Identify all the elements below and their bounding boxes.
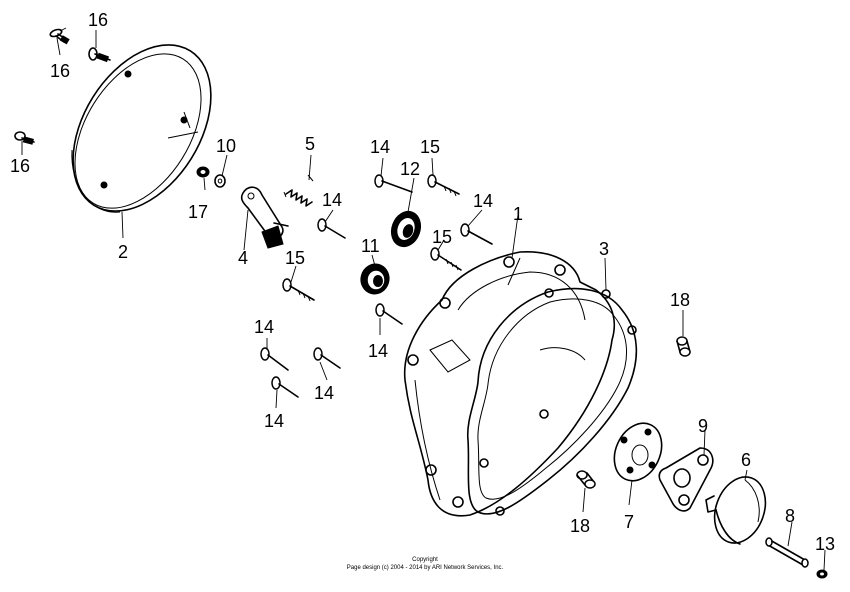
- part-18-dowel-a: [676, 336, 691, 357]
- part-14-bolt-b: [317, 218, 346, 239]
- label-part-15-c: 15: [285, 248, 305, 268]
- part-7-plate: [613, 422, 663, 482]
- part-14-bolt-f: [313, 347, 341, 369]
- label-part-14-d: 14: [368, 341, 388, 361]
- copyright-footer: Copyright Page design (c) 2004 - 2014 by…: [347, 557, 504, 571]
- label-part-12: 12: [400, 159, 420, 179]
- label-part-14-f: 14: [314, 383, 334, 403]
- part-14-bolt-d: [375, 303, 403, 325]
- label-part-4: 4: [238, 248, 248, 268]
- part-8-shaft: [765, 537, 809, 568]
- part-15-bolt-c: [282, 278, 315, 302]
- part-14-bolt-c: [460, 223, 493, 245]
- label-part-18-a: 18: [670, 290, 690, 310]
- part-5-spring: [283, 174, 314, 207]
- label-part-14-e: 14: [254, 317, 274, 337]
- part-16-screw-left: [14, 131, 35, 145]
- label-part-1: 1: [513, 204, 523, 224]
- leader-lines: [21, 27, 826, 571]
- part-9-bracket: [658, 447, 714, 512]
- label-part-15-b: 15: [432, 227, 452, 247]
- label-part-18-b: 18: [570, 516, 590, 536]
- label-part-14-g: 14: [264, 411, 284, 431]
- part-15-bolt-b: [430, 247, 462, 271]
- label-part-10: 10: [216, 136, 236, 156]
- label-part-13: 13: [815, 534, 835, 554]
- part-4-lever: [240, 186, 289, 249]
- part-14-bolt-e: [260, 347, 289, 371]
- part-15-bolt-a: [427, 174, 460, 197]
- label-part-7: 7: [624, 512, 634, 532]
- part-2-cover: [71, 44, 212, 213]
- part-6-gear: [705, 476, 767, 545]
- label-part-14-c: 14: [473, 191, 493, 211]
- label-part-9: 9: [698, 416, 708, 436]
- part-18-dowel-b: [576, 470, 596, 489]
- label-part-14-a: 14: [370, 137, 390, 157]
- label-part-3: 3: [599, 239, 609, 259]
- part-3-gasket: [466, 287, 638, 516]
- copyright-line: Page design (c) 2004 - 2014 by ARI Netwo…: [347, 565, 504, 571]
- part-16-screw-right: [88, 47, 111, 63]
- label-part-16-far: 16: [10, 156, 30, 176]
- label-part-8: 8: [785, 506, 795, 526]
- label-part-14-b: 14: [322, 190, 342, 210]
- label-part-16-top: 16: [88, 10, 108, 30]
- label-part-16-left: 16: [50, 61, 70, 81]
- part-10-washer: [214, 174, 226, 188]
- part-1-case-cover: [403, 251, 616, 517]
- label-part-5: 5: [305, 134, 315, 154]
- label-part-11: 11: [361, 236, 380, 256]
- part-11-seal: [360, 263, 390, 295]
- label-part-15-a: 15: [420, 137, 440, 157]
- part-labels: 16 16 16 2 10 17 5 4 14 15 12 14 14 1 15…: [10, 10, 835, 554]
- label-part-2: 2: [118, 242, 128, 262]
- part-13-nut: [816, 569, 828, 579]
- part-17-nut: [196, 166, 210, 178]
- part-16-screw-top: [49, 28, 70, 45]
- part-12-bearing: [390, 210, 422, 248]
- part-14-bolt-a: [374, 174, 413, 193]
- copyright-title: Copyright: [412, 557, 438, 563]
- label-part-6: 6: [741, 450, 751, 470]
- label-part-17: 17: [188, 202, 208, 222]
- part-14-bolt-g: [271, 376, 299, 398]
